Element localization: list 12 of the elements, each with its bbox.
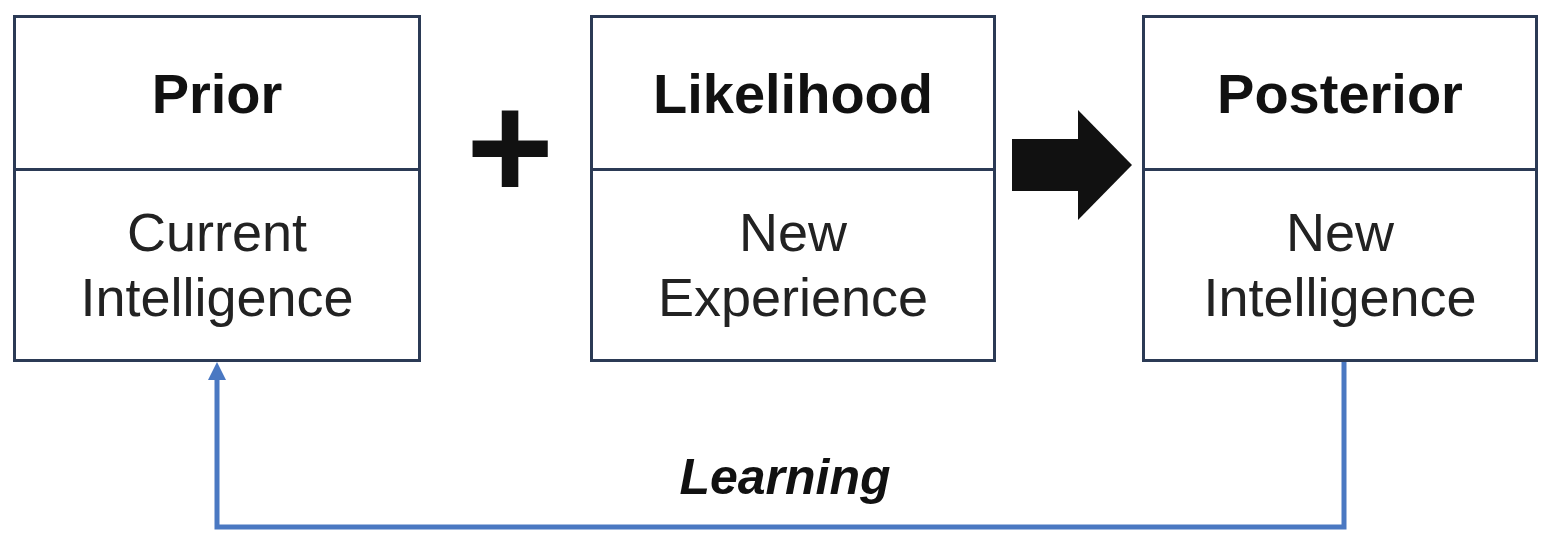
box-text: New Experience (656, 201, 930, 329)
plus-sign: + (465, 72, 555, 222)
box-title: Posterior (1145, 18, 1535, 171)
box-title: Prior (16, 18, 418, 171)
box-text: New Intelligence (1202, 201, 1478, 329)
titled-box (590, 15, 996, 362)
box-title: Likelihood (593, 18, 993, 171)
box-text: Current Intelligence (79, 201, 355, 329)
titled-box (13, 15, 421, 362)
block-arrow (1012, 110, 1132, 220)
feedback-arrow (208, 362, 1347, 530)
titled-box (1142, 15, 1538, 362)
